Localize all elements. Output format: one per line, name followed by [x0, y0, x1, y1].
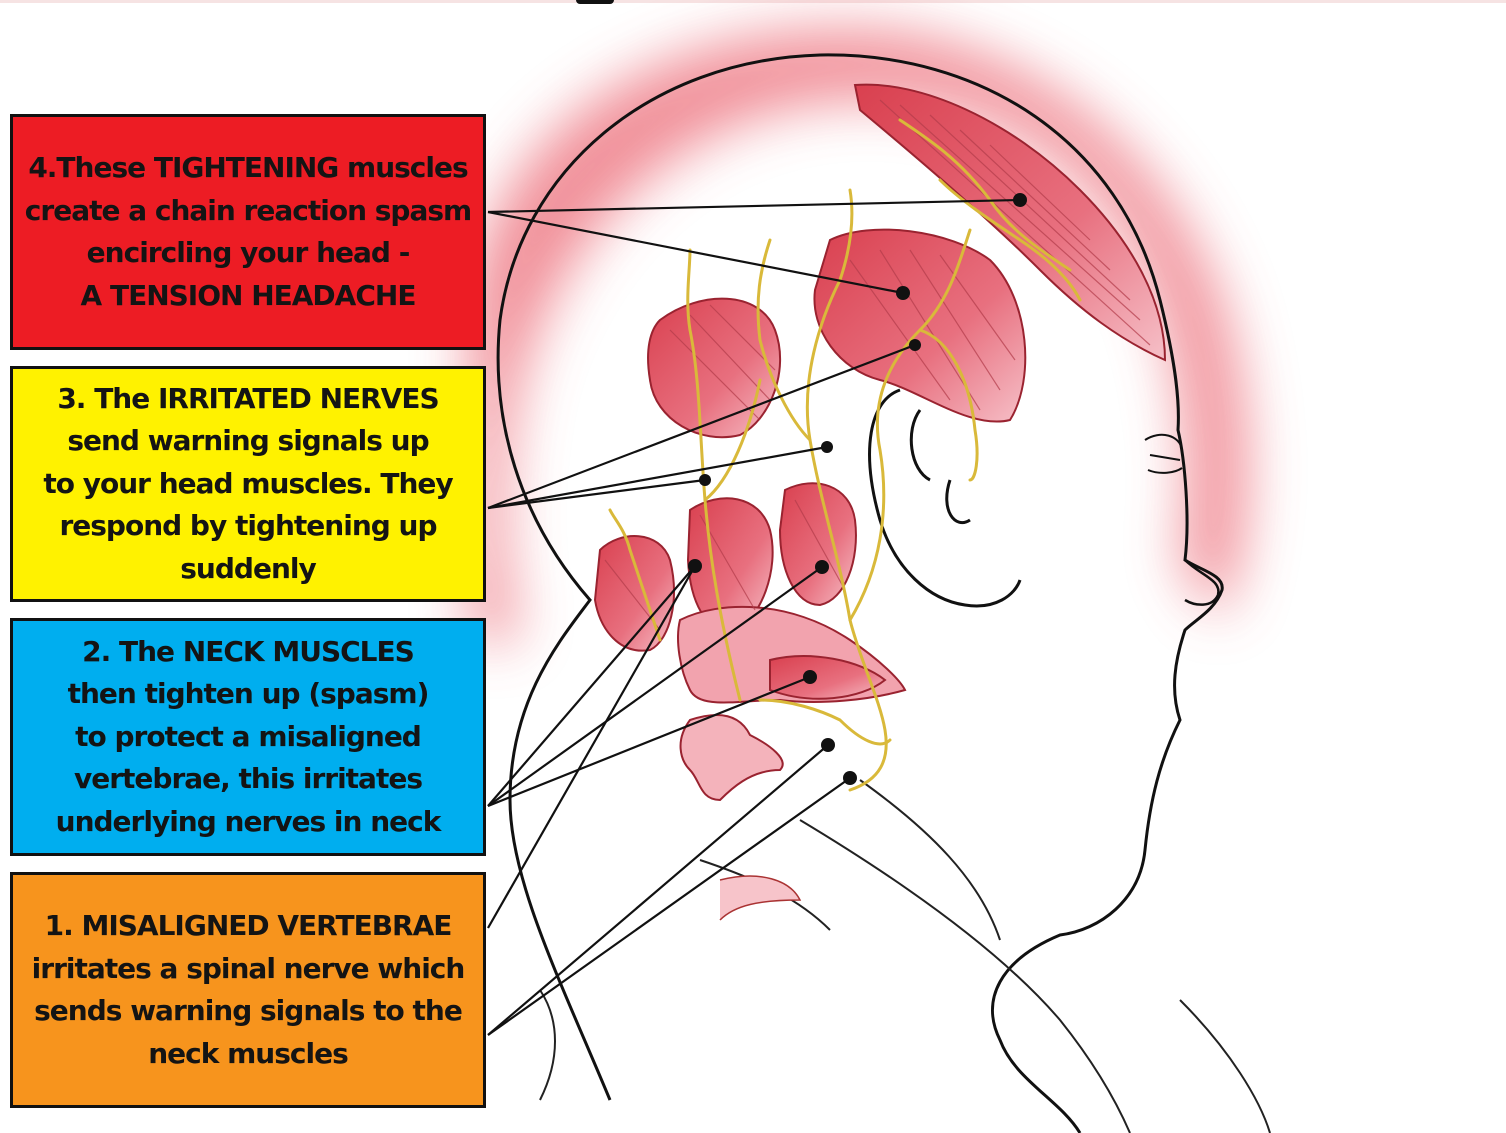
step-4-text: 4.These TIGHTENING muscles create a chai… [25, 147, 471, 317]
step-1-line: 1. MISALIGNED VERTEBRAE [32, 905, 465, 948]
step-1-line: irritates a spinal nerve which [32, 948, 465, 991]
step-3-line: to your head muscles. They [43, 463, 452, 506]
step-4-line: 4.These TIGHTENING muscles [25, 147, 471, 190]
step-1-line: sends warning signals to the [32, 990, 465, 1033]
step-1-misaligned-vertebrae-box: 1. MISALIGNED VERTEBRAE irritates a spin… [10, 872, 486, 1108]
step-3-text: 3. The IRRITATED NERVES send warning sig… [43, 378, 452, 591]
step-2-line: 2. The NECK MUSCLES [56, 631, 441, 674]
step-1-text: 1. MISALIGNED VERTEBRAE irritates a spin… [32, 905, 465, 1075]
step-4-line: create a chain reaction spasm [25, 190, 471, 233]
throat-line [720, 876, 800, 920]
step-2-line: underlying nerves in neck [56, 801, 441, 844]
eye [1145, 435, 1182, 473]
neck-muscles [595, 483, 905, 800]
step-3-line: suddenly [43, 548, 452, 591]
step-3-line: respond by tightening up [43, 505, 452, 548]
step-2-line: to protect a misaligned [56, 716, 441, 759]
upper-neck-muscle [648, 299, 780, 438]
step-1-line: neck muscles [32, 1033, 465, 1076]
step-2-line: vertebrae, this irritates [56, 758, 441, 801]
step-2-neck-muscles-box: 2. The NECK MUSCLES then tighten up (spa… [10, 618, 486, 856]
step-2-text: 2. The NECK MUSCLES then tighten up (spa… [56, 631, 441, 844]
step-4-line: encircling your head - [25, 232, 471, 275]
step-2-line: then tighten up (spasm) [56, 673, 441, 716]
step-3-irritated-nerves-box: 3. The IRRITATED NERVES send warning sig… [10, 366, 486, 602]
step-3-line: 3. The IRRITATED NERVES [43, 378, 452, 421]
step-4-tension-headache-box: 4.These TIGHTENING muscles create a chai… [10, 114, 486, 350]
step-3-line: send warning signals up [43, 420, 452, 463]
step-4-line: A TENSION HEADACHE [25, 275, 471, 318]
neck-shoulder-lines [540, 780, 1270, 1133]
